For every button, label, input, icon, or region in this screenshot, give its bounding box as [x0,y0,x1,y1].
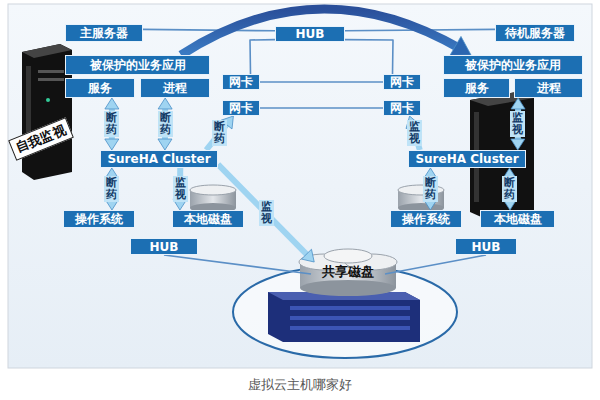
shared-disk-label: 共享磁盘 [311,262,385,282]
connector [105,168,119,210]
node-text: HUB [150,240,179,254]
edge-label: 监视 [407,120,422,146]
edge-label: 断药 [212,120,227,146]
edge-label: 断药 [104,176,119,202]
app-box: 被保护的业务应用 [65,55,210,75]
connector [503,168,517,210]
hub-box: HUB [455,238,517,255]
connector [173,168,187,210]
edge-label: 断药 [104,111,119,137]
node-text: 主服务器 [80,25,128,42]
disk-box: 本地磁盘 [172,210,244,228]
server-label: 待机服务器 [495,24,575,42]
connector [260,82,383,83]
connector [164,255,311,274]
node-text: 服务 [88,80,112,97]
node-text: 网卡 [229,100,253,117]
node-text: SureHA Cluster [415,152,518,166]
node-text: 进程 [163,80,187,97]
connector [385,255,486,274]
service-box: 服务 [443,78,510,98]
node-text: 网卡 [229,74,253,91]
nic-box: 网卡 [222,74,260,90]
node-text: 网卡 [390,74,414,91]
nic-box: 网卡 [383,100,421,116]
process-box: 进程 [514,78,583,98]
connector [143,29,275,30]
connector [206,116,233,150]
node-text: HUB [296,27,325,41]
connector [345,40,393,74]
disk-box: 本地磁盘 [480,210,555,228]
connector [105,98,119,150]
process-box: 进程 [140,78,210,98]
node-text: 服务 [465,80,489,97]
connector [423,168,437,210]
edge-label: 断药 [502,176,517,202]
node-text: 被保护的业务应用 [465,57,561,74]
edge-label: 监视 [259,200,274,226]
cluster-box: SureHA Cluster [408,150,526,168]
os-box: 操作系统 [390,210,462,228]
connector [260,108,383,109]
server-label: 主服务器 [65,24,143,42]
app-box: 被保护的业务应用 [443,55,583,75]
hub-box: HUB [130,238,198,255]
connector [511,98,525,150]
panel-frame [8,4,592,368]
node-text: 共享磁盘 [322,263,374,281]
node-text: 网卡 [390,100,414,117]
node-text: HUB [472,240,501,254]
nic-box: 网卡 [222,100,260,116]
node-text: 操作系统 [75,211,123,228]
connector [181,9,471,56]
node-text: 操作系统 [402,211,450,228]
node-text: 待机服务器 [505,25,565,42]
node-text: SureHA Cluster [107,152,210,166]
node-text: 进程 [537,80,561,97]
node-text: 被保护的业务应用 [90,57,186,74]
node-text: 本地磁盘 [494,211,542,228]
edge-label: 监视 [510,111,525,137]
caption: 虚拟云主机哪家好 [0,376,600,394]
edge-label: 断药 [158,111,173,137]
edge-label: 断药 [423,176,438,202]
nic-box: 网卡 [383,74,421,90]
hub-box: HUB [275,26,345,42]
os-box: 操作系统 [63,210,135,228]
cluster-box: SureHA Cluster [100,150,218,168]
local-disk-icon [190,185,444,213]
service-box: 服务 [65,78,135,98]
connector [250,40,275,74]
node-text: 本地磁盘 [184,211,232,228]
edge-label: 监视 [173,176,188,202]
storage-array [233,249,457,358]
connector [158,98,172,150]
